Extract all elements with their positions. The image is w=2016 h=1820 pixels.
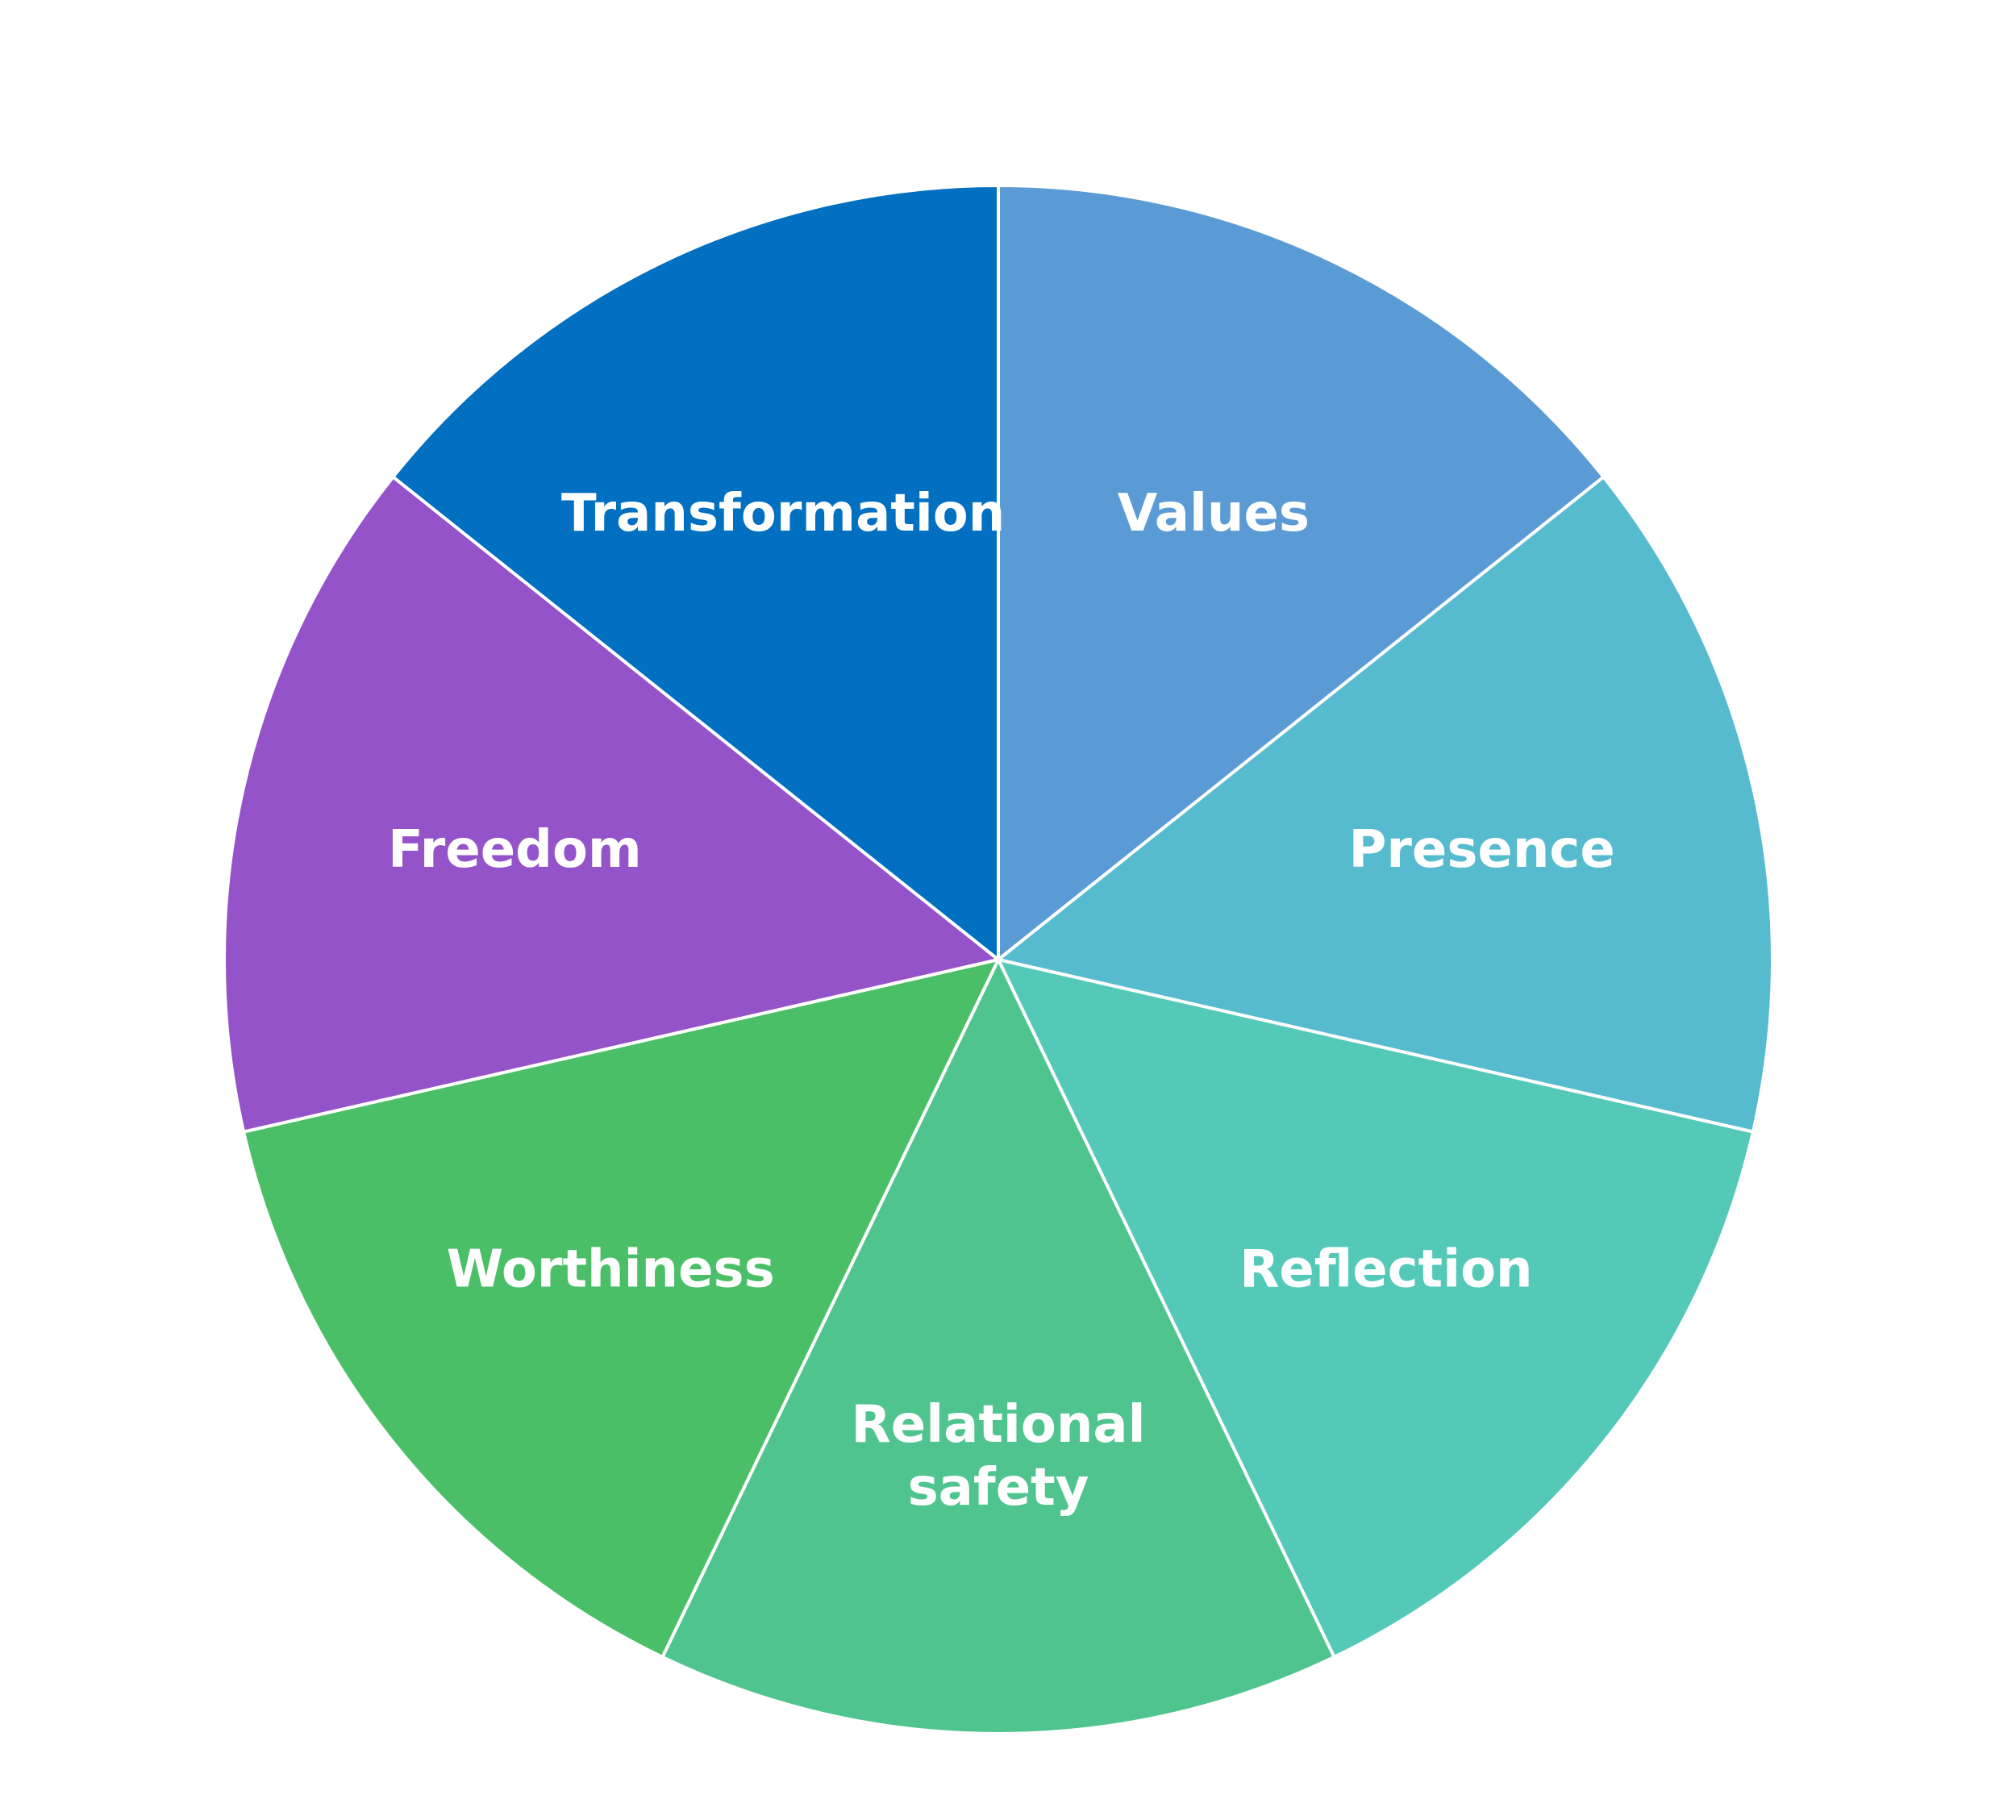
pie-label-freedom: Freedom bbox=[388, 820, 641, 880]
pie-label-line: Reflection bbox=[1239, 1239, 1533, 1299]
pie-label-line: Transformation bbox=[561, 484, 1005, 544]
pie-slice-transformation bbox=[390, 183, 1000, 964]
pie-slice-freedom bbox=[223, 474, 1002, 1135]
pie-label-values: Values bbox=[1118, 484, 1310, 544]
pie-label-line: Freedom bbox=[388, 820, 641, 880]
pie-label-reflection: Reflection bbox=[1239, 1239, 1533, 1299]
pie-label-line: safety bbox=[908, 1458, 1089, 1518]
pie-slice-worthiness bbox=[241, 957, 1002, 1660]
pie-slice-relational-safety bbox=[660, 956, 1337, 1736]
pie-slice-presence bbox=[994, 474, 1774, 1135]
pie-label-worthiness: Worthiness bbox=[447, 1239, 775, 1299]
pie-label-line: Relational bbox=[852, 1395, 1146, 1455]
pie-label-line: Values bbox=[1118, 484, 1310, 544]
pie-slice-reflection bbox=[995, 957, 1756, 1660]
pie-label-transformation: Transformation bbox=[561, 484, 1005, 544]
pie-label-presence: Presence bbox=[1348, 820, 1614, 880]
pie-label-line: Worthiness bbox=[447, 1239, 775, 1299]
pie-slices bbox=[223, 183, 1774, 1736]
pie-label-line: Presence bbox=[1348, 820, 1614, 880]
pie-slice-values bbox=[997, 183, 1606, 964]
